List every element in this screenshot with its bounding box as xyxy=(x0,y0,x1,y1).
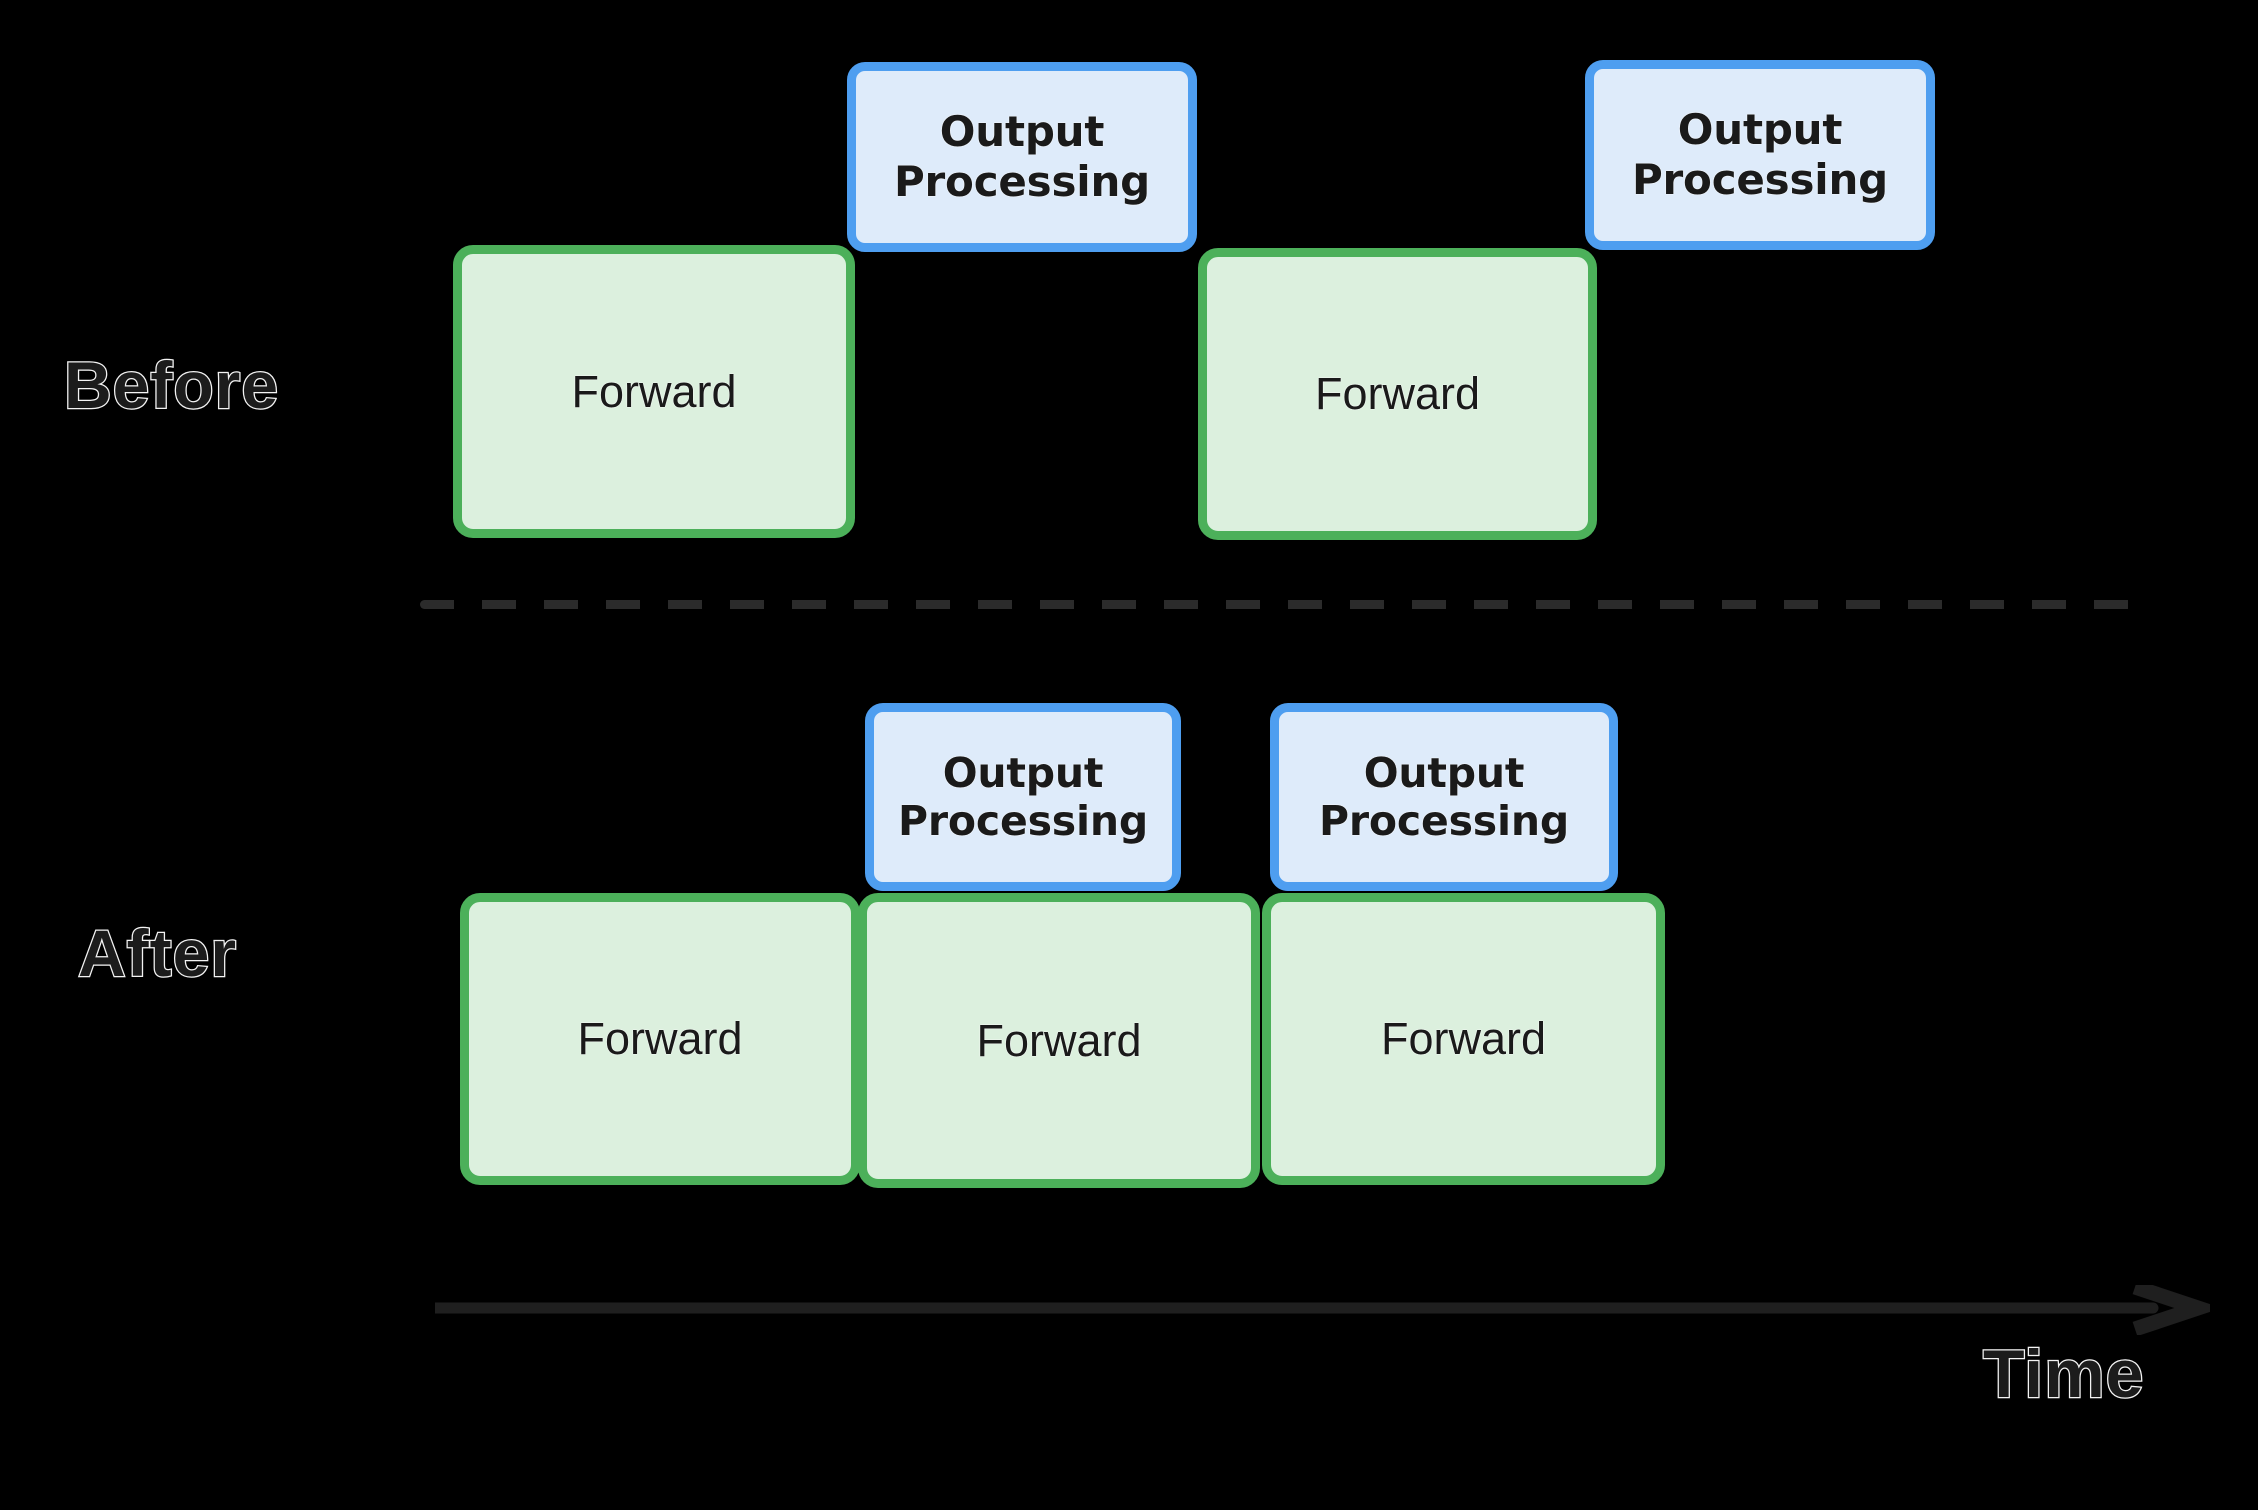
after-forward-block-2: Forward xyxy=(858,893,1260,1188)
block-label: Forward xyxy=(1314,368,1481,420)
before-forward-block-2: Forward xyxy=(1198,248,1597,540)
block-label: Forward xyxy=(571,365,737,417)
after-output-block-1: Output Processing xyxy=(865,703,1181,891)
after-output-block-2: Output Processing xyxy=(1270,703,1618,891)
block-label: Output Processing xyxy=(1631,105,1889,204)
row-label-after: After xyxy=(77,916,238,990)
block-label: Output Processing xyxy=(893,107,1151,206)
after-forward-block-1: Forward xyxy=(460,893,860,1185)
axis-label-time: Time xyxy=(1982,1336,2145,1412)
block-label: Forward xyxy=(1380,1013,1547,1065)
before-output-block-2: Output Processing xyxy=(1585,60,1935,250)
block-label: Output Processing xyxy=(898,748,1148,845)
before-forward-block-1: Forward xyxy=(453,245,855,538)
block-label: Output Processing xyxy=(1319,748,1569,845)
block-label: Forward xyxy=(976,1014,1142,1066)
before-output-block-1: Output Processing xyxy=(847,62,1197,252)
time-axis-arrow xyxy=(435,1285,2210,1335)
after-forward-block-3: Forward xyxy=(1262,893,1665,1185)
section-divider xyxy=(420,600,2132,609)
row-label-before: Before xyxy=(63,348,280,422)
block-label: Forward xyxy=(577,1013,743,1065)
